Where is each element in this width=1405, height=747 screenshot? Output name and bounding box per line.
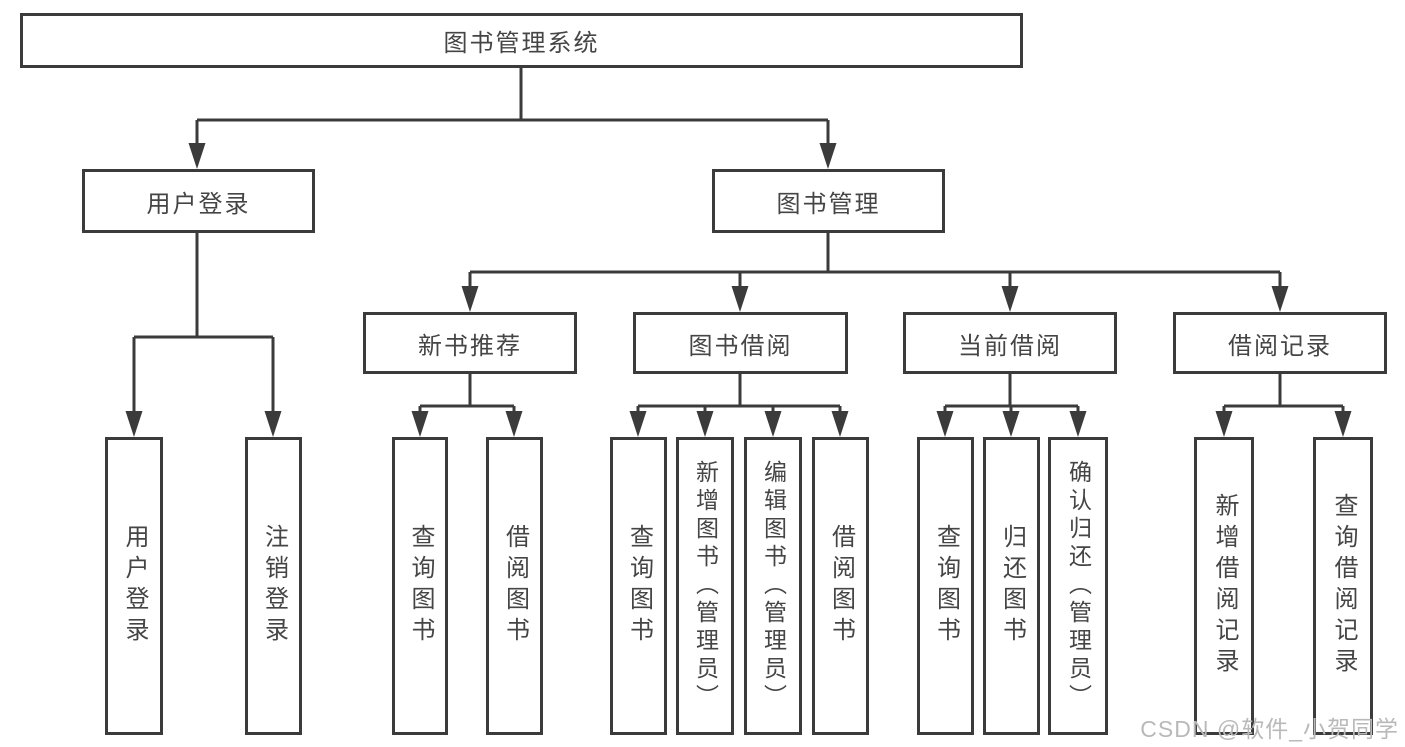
node-borrow-books-label: 借阅图书 (827, 524, 855, 648)
node-borrowing-records-label: 借阅记录 (1228, 332, 1332, 360)
node-query-borrow-record-label: 查询借阅记录 (1330, 493, 1357, 679)
node-current-borrowing-label: 当前借阅 (958, 332, 1062, 360)
node-query-books-current: 查询图书 (917, 437, 974, 735)
node-new-book-recommend: 新书推荐 (363, 312, 577, 374)
node-borrowing-records: 借阅记录 (1173, 312, 1387, 374)
node-user-login: 用户登录 (82, 169, 315, 233)
node-book-management-label: 图书管理 (776, 190, 881, 218)
node-borrow-books-recommend-label: 借阅图书 (501, 524, 529, 648)
node-logout-label: 注销登录 (260, 524, 288, 648)
csdn-watermark: CSDN @软件_小贺同学 (1140, 716, 1399, 742)
node-borrow-books-recommend: 借阅图书 (486, 437, 543, 735)
node-edit-books-admin-label: 编辑图书（管理员） (760, 460, 787, 712)
node-query-borrow-record: 查询借阅记录 (1313, 437, 1373, 735)
node-query-books-borrow: 查询图书 (610, 437, 667, 735)
node-login: 用户登录 (105, 437, 163, 735)
node-book-management: 图书管理 (712, 169, 945, 233)
node-library-system: 图书管理系统 (20, 13, 1023, 68)
node-add-borrow-record-label: 新增借阅记录 (1211, 493, 1238, 679)
node-book-borrowing: 图书借阅 (633, 312, 848, 374)
node-logout: 注销登录 (245, 437, 302, 735)
node-edit-books-admin: 编辑图书（管理员） (744, 437, 802, 735)
node-query-books-current-label: 查询图书 (932, 524, 960, 648)
node-query-books-borrow-label: 查询图书 (625, 524, 653, 648)
node-add-books-admin-label: 新增图书（管理员） (692, 460, 719, 712)
node-confirm-return-admin: 确认归还（管理员） (1048, 437, 1108, 735)
node-confirm-return-admin-label: 确认归还（管理员） (1065, 460, 1092, 712)
node-library-system-label: 图书管理系统 (443, 30, 600, 57)
node-book-borrowing-label: 图书借阅 (688, 332, 793, 360)
node-login-label: 用户登录 (121, 524, 148, 648)
node-new-book-recommend-label: 新书推荐 (418, 332, 522, 360)
node-return-books-label: 归还图书 (998, 524, 1026, 648)
node-return-books: 归还图书 (983, 437, 1040, 735)
node-query-books-recommend: 查询图书 (392, 437, 448, 735)
node-user-login-label: 用户登录 (146, 190, 251, 218)
node-add-books-admin: 新增图书（管理员） (676, 437, 734, 735)
node-query-books-recommend-label: 查询图书 (407, 524, 434, 648)
node-current-borrowing: 当前借阅 (903, 312, 1117, 374)
node-borrow-books: 借阅图书 (812, 437, 869, 735)
node-add-borrow-record: 新增借阅记录 (1194, 437, 1254, 735)
